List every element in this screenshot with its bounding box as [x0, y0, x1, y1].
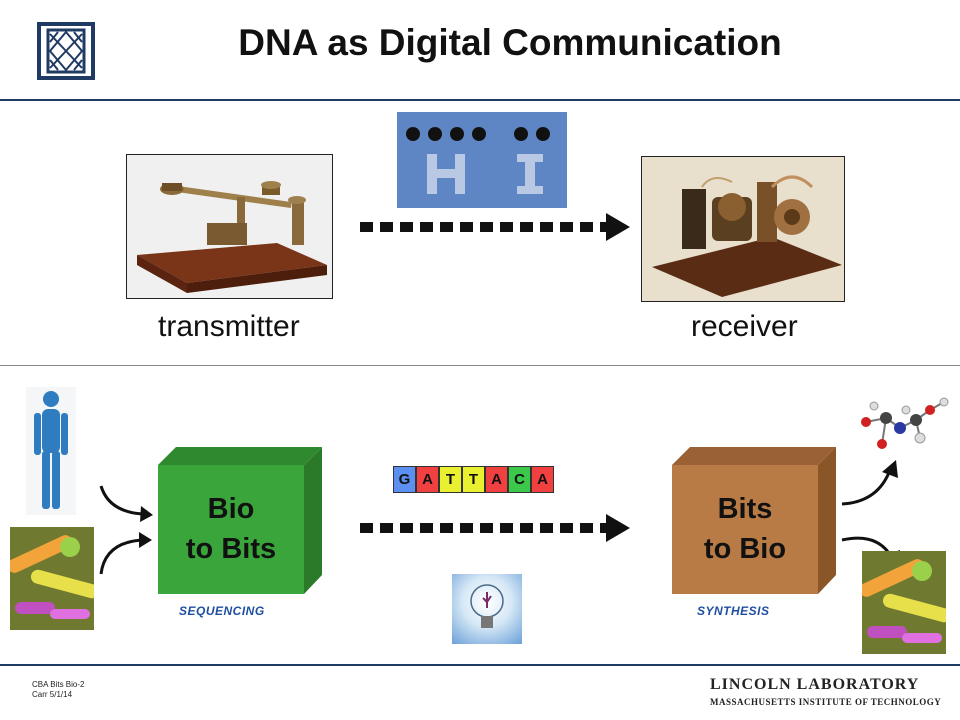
sequencing-caption: SEQUENCING	[179, 604, 265, 618]
receiver-caption: receiver	[691, 310, 798, 343]
bits-to-bio-line2: to Bio	[703, 533, 787, 565]
base-t: T	[462, 466, 485, 493]
transmitter-caption: transmitter	[158, 310, 300, 343]
footer-line2: Carr 5/1/14	[32, 690, 73, 699]
synthesis-caption: SYNTHESIS	[697, 604, 770, 618]
bio-to-bits-line1: Bio	[207, 493, 255, 525]
bottom-dashed-arrow	[360, 523, 610, 533]
top-arrowhead-icon	[606, 213, 630, 241]
top-dashed-arrow	[360, 222, 610, 232]
gattaca-sequence: G A T T A C A	[393, 466, 554, 493]
page-title: DNA as Digital Communication	[238, 22, 782, 63]
morse-hi-image	[397, 112, 567, 208]
bio-to-bits-box: Bio to Bits	[158, 447, 322, 594]
bacteria-image-left	[10, 527, 94, 630]
middle-divider	[0, 365, 960, 366]
lab-name: LINCOLN LABORATORY	[710, 676, 920, 693]
base-g: G	[393, 466, 416, 493]
footer-meta: CBA Bits Bio-2 Carr 5/1/14	[32, 680, 84, 700]
base-a: A	[485, 466, 508, 493]
human-body-image	[26, 387, 76, 515]
institute-name: MASSACHUSETTS INSTITUTE OF TECHNOLOGY	[710, 697, 942, 707]
telegraph-receiver-image	[641, 156, 845, 302]
bottom-arrowhead-icon	[606, 514, 630, 542]
lightbulb-image	[452, 574, 522, 644]
bits-to-bio-box: Bits to Bio	[672, 447, 836, 594]
base-c: C	[508, 466, 531, 493]
top-divider	[0, 99, 960, 101]
footer-line1: CBA Bits Bio-2	[32, 680, 85, 689]
bacteria-image-right	[862, 551, 946, 654]
base-a: A	[416, 466, 439, 493]
footer-divider	[0, 664, 960, 666]
bits-to-bio-line1: Bits	[717, 493, 773, 525]
molecule-image	[856, 392, 952, 456]
mit-ll-logo	[36, 22, 96, 80]
bio-to-bits-line2: to Bits	[185, 533, 277, 565]
base-a: A	[531, 466, 554, 493]
curved-arrows-left-icon	[99, 485, 153, 575]
telegraph-key-image	[126, 154, 333, 299]
base-t: T	[439, 466, 462, 493]
